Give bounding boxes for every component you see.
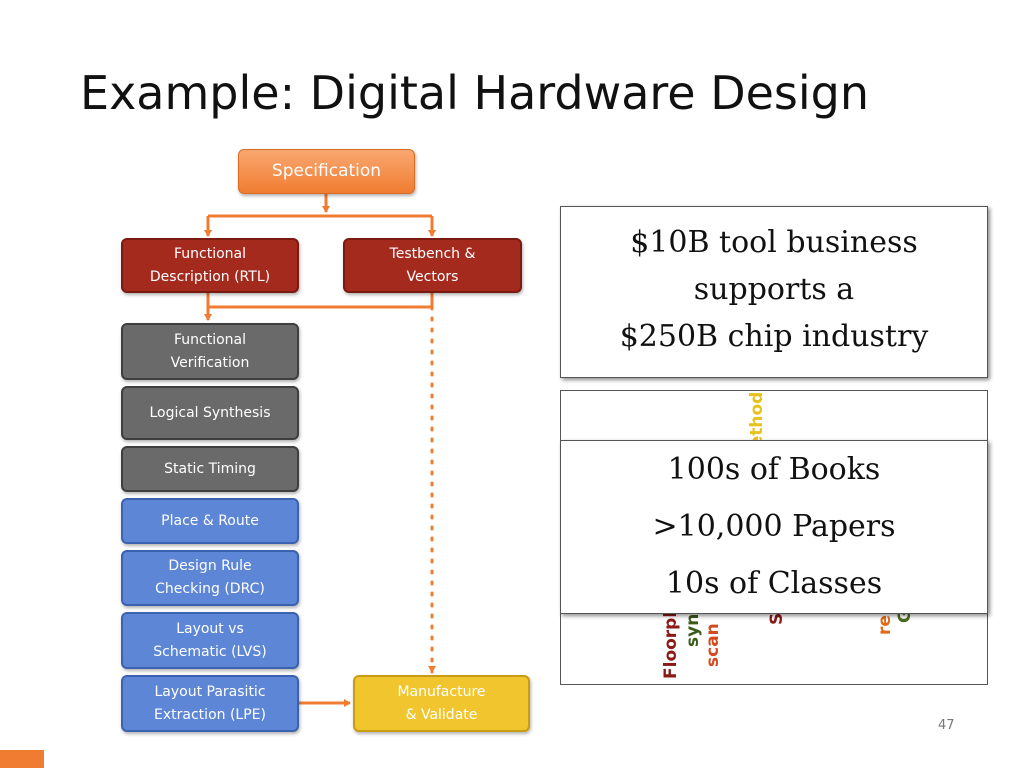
slide-number: 47: [938, 718, 955, 733]
functional-verification-box: Functional Verification: [121, 323, 299, 380]
functional-description-box: Functional Description (RTL): [121, 238, 299, 293]
industry-callout: $10B tool business supports a $250B chip…: [560, 206, 988, 378]
resources-callout-line: 10s of Classes: [665, 566, 883, 601]
resources-callout: 100s of Books >10,000 Papers 10s of Clas…: [560, 440, 988, 614]
place-route-box: Place & Route: [121, 498, 299, 544]
testbench-vectors-box: Testbench & Vectors: [343, 238, 522, 293]
specification-box: Specification: [238, 149, 415, 194]
word-cloud-word: scan: [703, 623, 723, 667]
word-cloud-word: re: [875, 615, 895, 635]
drc-box: Design Rule Checking (DRC): [121, 550, 299, 606]
resources-callout-line: 100s of Books: [667, 452, 881, 487]
logical-synthesis-box: Logical Synthesis: [121, 386, 299, 440]
slide-title: Example: Digital Hardware Design: [80, 66, 870, 120]
static-timing-box: Static Timing: [121, 446, 299, 492]
resources-callout-line: >10,000 Papers: [652, 509, 896, 544]
word-cloud-word: Floorpl: [661, 611, 681, 679]
industry-callout-line: $250B chip industry: [619, 319, 929, 354]
corner-accent: [0, 750, 44, 768]
word-cloud-word: syn: [683, 613, 703, 647]
industry-callout-line: supports a: [693, 272, 855, 307]
lvs-box: Layout vs Schematic (LVS): [121, 612, 299, 669]
lpe-box: Layout Parasitic Extraction (LPE): [121, 675, 299, 732]
manufacture-validate-box: Manufacture & Validate: [353, 675, 530, 732]
industry-callout-line: $10B tool business: [630, 225, 918, 260]
word-cloud-word: S: [767, 612, 787, 625]
